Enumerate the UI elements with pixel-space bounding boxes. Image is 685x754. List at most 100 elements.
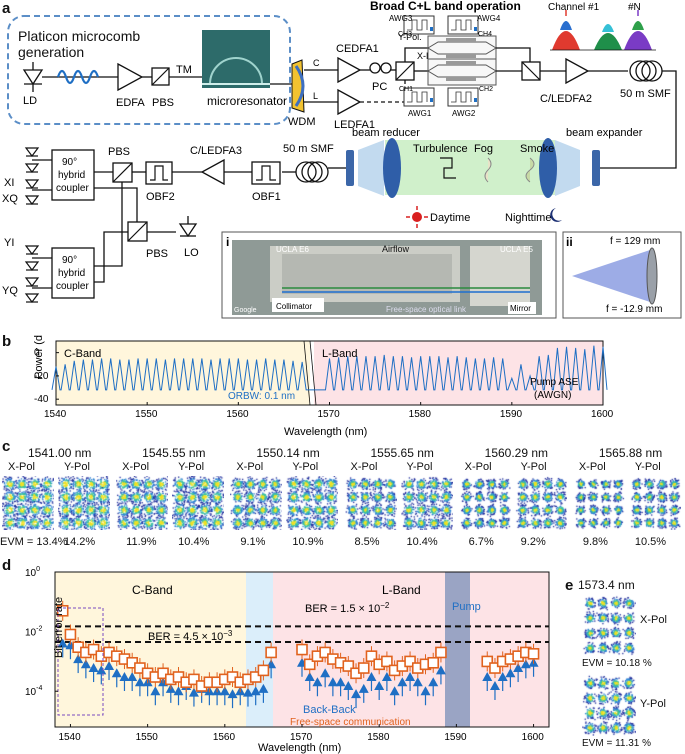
- ucla-e5-label: UCLA E5: [500, 245, 533, 254]
- evm-ypol: 14.2%: [64, 536, 96, 548]
- b2b-point: [80, 659, 91, 669]
- fso-point: [435, 646, 447, 659]
- fso-point: [249, 671, 262, 683]
- spectrum-xtick: 1590: [500, 409, 523, 420]
- panel-letter-a: a: [2, 0, 11, 17]
- wdm-label: WDM: [288, 116, 316, 128]
- cledfa2-label: C/LEDFA2: [540, 93, 592, 105]
- fso-point: [265, 646, 277, 659]
- ld-icon: [22, 69, 44, 86]
- b2b-point: [497, 672, 508, 682]
- fso-point: [64, 628, 77, 641]
- ledfa1-label: LEDFA1: [334, 119, 375, 131]
- b2b-point: [505, 668, 516, 678]
- fso-point: [404, 655, 416, 668]
- obf2-filter: [145, 161, 173, 185]
- spectrum-yticks: 0 -20 -40: [34, 348, 59, 405]
- b2b-point: [111, 668, 122, 678]
- awg1-label: AWG1: [408, 109, 432, 118]
- fso-point: [188, 673, 200, 686]
- zoom-box: [57, 607, 104, 716]
- b2b-point: [366, 672, 377, 682]
- b2b-point: [412, 677, 423, 687]
- constellation-xpol: [344, 476, 397, 530]
- beam-reducer-label: beam reducer: [352, 127, 420, 139]
- ch4-label: CH4: [478, 31, 492, 38]
- pump-ase-label: Pump ASE: [530, 377, 579, 388]
- awg2-box: [447, 87, 479, 107]
- awg3-box: [403, 15, 435, 35]
- spectrum-xtick: 1570: [318, 409, 341, 420]
- xpol-label: X-Pol: [578, 461, 606, 473]
- ber-xtick: 1560: [213, 732, 236, 743]
- ch3-label: CH3: [398, 31, 412, 38]
- collimator-label: Collimator: [276, 302, 312, 311]
- ld-label: LD: [23, 95, 37, 107]
- b2b-point: [335, 677, 346, 687]
- spectrum-ytick: 0: [34, 348, 40, 359]
- evm-ypol: 10.4%: [406, 536, 438, 548]
- evm-ypol: 10.5%: [634, 536, 667, 548]
- edfa-label: EDFA: [116, 97, 145, 109]
- fso-point: [296, 643, 308, 656]
- b2b-point: [219, 686, 230, 696]
- pump-ase-label2: (AWGN): [534, 390, 571, 401]
- cledfa3-amplifier: [200, 158, 225, 186]
- b2b-point: [420, 686, 431, 696]
- evm-xpol: 9.8%: [582, 536, 608, 548]
- constellation-ypol: [514, 476, 567, 530]
- fso-point: [427, 656, 440, 669]
- google-credit: Google: [234, 307, 257, 314]
- b2b-point: [374, 680, 385, 690]
- broadband-title: Broad C+L band operation: [370, 0, 521, 13]
- ber-threshold2-label: BER = 4.5 × 10−3: [148, 629, 233, 643]
- b2b-point: [227, 689, 238, 699]
- cledfa2-amplifier: [565, 57, 590, 85]
- hybrid-coupler-x: [51, 149, 95, 201]
- pc-paddle-1: [369, 62, 381, 74]
- channel-wavelength: 1541.00 nm: [28, 446, 92, 460]
- airflow-label: Airflow: [382, 244, 410, 254]
- awg4-label: AWG4: [477, 14, 501, 23]
- hybrid2-deg: 90°: [62, 255, 77, 266]
- xpol-label: X-Pol: [8, 461, 35, 473]
- spectrum-ytick: -40: [34, 394, 49, 405]
- ber-ylabel: Bit error rate: [53, 597, 65, 658]
- c-band-label: C-Band: [64, 348, 101, 360]
- b2b-point: [188, 687, 199, 697]
- ber-threshold1-label: BER = 1.5 × 10−2: [305, 601, 390, 615]
- ch2-label: CH2: [479, 86, 493, 93]
- b2b-point: [520, 659, 531, 669]
- fso-point: [357, 662, 370, 674]
- ber-pump-label: Pump: [452, 601, 481, 613]
- b2b-point: [405, 672, 416, 682]
- ypol-label: Y-Pol.: [398, 32, 422, 42]
- panel-e-wavelength: 1573.4 nm: [578, 578, 635, 592]
- xpol-label: X-Pol: [236, 461, 264, 473]
- lo-icon: [178, 223, 198, 238]
- panel-e-constellation-x: [582, 594, 636, 656]
- smf-coil-top: [629, 60, 663, 82]
- focal-length-1: f = 129 mm: [610, 236, 660, 247]
- spectrum-ytick: -20: [34, 371, 49, 382]
- b2b-point: [397, 677, 408, 687]
- panel-letter-d: d: [2, 557, 12, 574]
- turbulence-label: Turbulence: [413, 143, 468, 155]
- spectrum-line: [51, 345, 608, 391]
- hybrid2-hybrid: hybrid: [58, 268, 85, 279]
- spectrum-xtick: 1580: [409, 409, 432, 420]
- fso-point: [481, 655, 494, 668]
- b2b-point: [250, 686, 261, 696]
- fog-label: Fog: [474, 143, 493, 155]
- ber-ytick: 100: [25, 566, 40, 579]
- awg3-label: AWG3: [389, 14, 413, 23]
- ypol-label: Y-Pol: [64, 461, 90, 473]
- b2b-point: [119, 672, 130, 682]
- b2b-point: [173, 686, 184, 696]
- setup-schematic: Platicon microcomb generation LD EDFA PB…: [2, 0, 682, 319]
- awg1-box: [403, 87, 435, 107]
- b2b-point: [134, 677, 145, 687]
